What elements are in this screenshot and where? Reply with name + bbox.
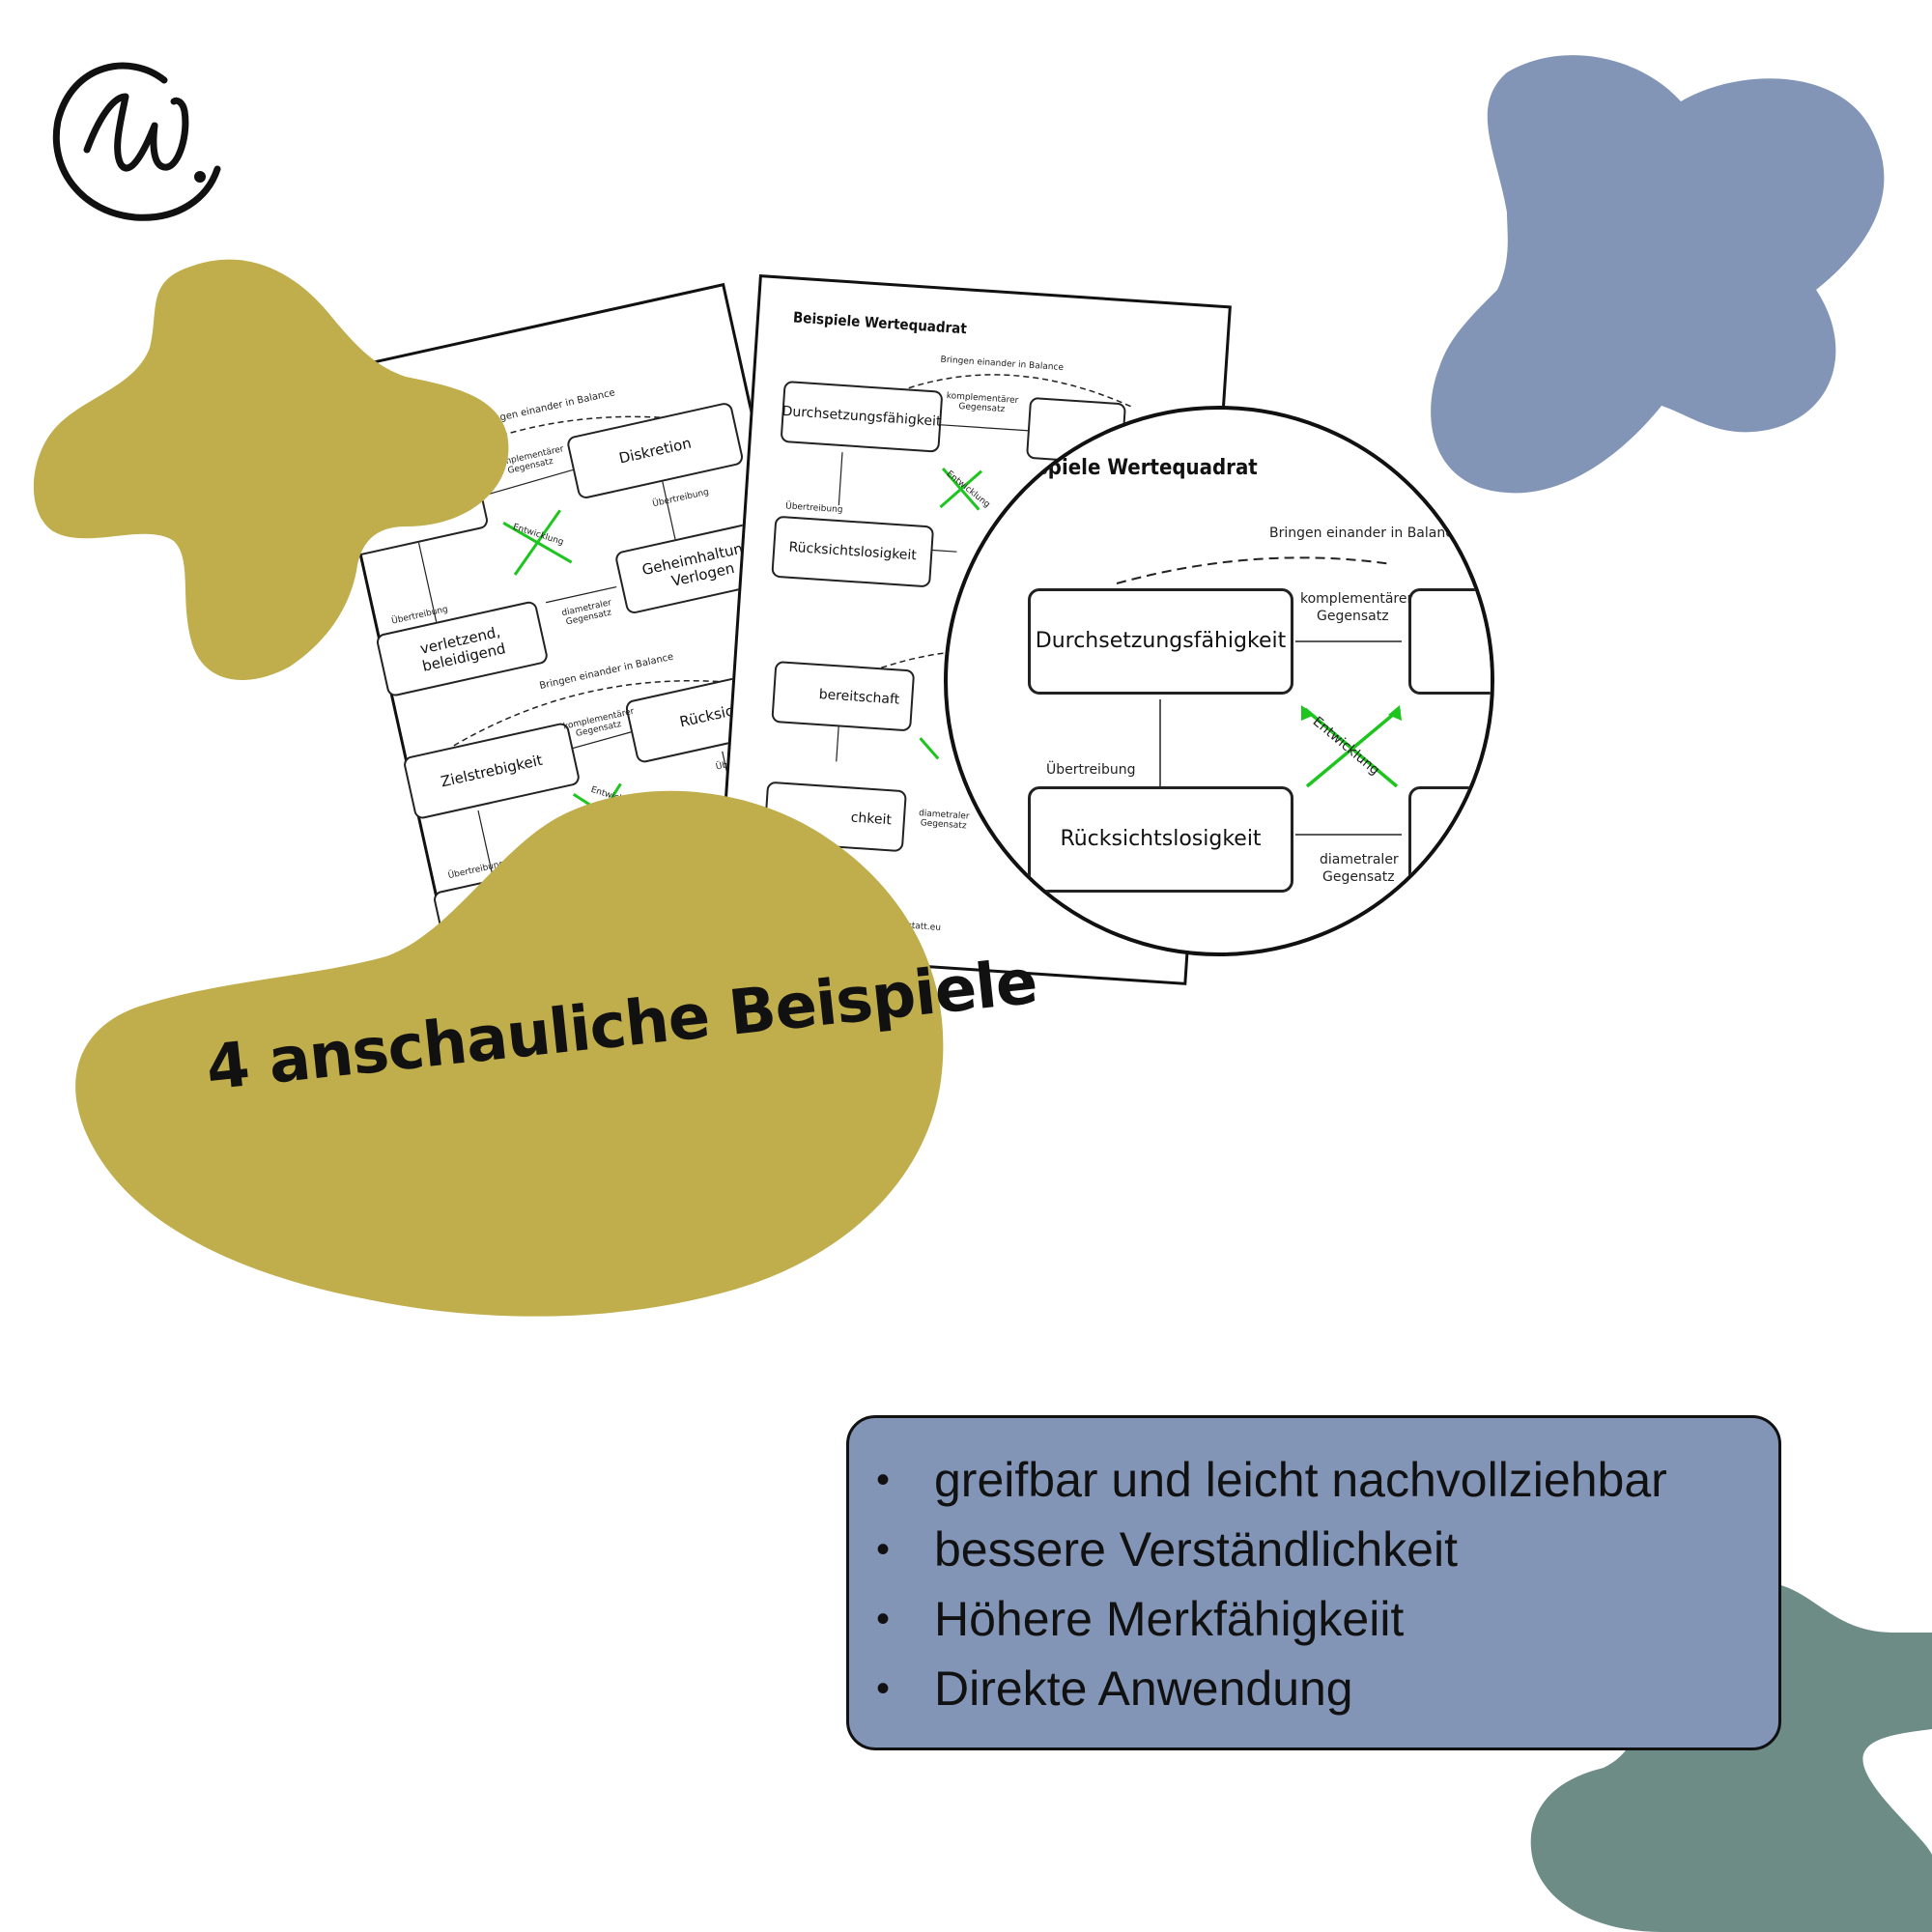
magnifier-complementary-2: Gegensatz bbox=[1317, 609, 1389, 624]
olive-blob-top-left bbox=[33, 259, 509, 680]
worksheet-front: Beispiele Wertequadrat Bringen einander … bbox=[714, 274, 1232, 985]
magnifier-diametral-1: diametraler bbox=[1320, 852, 1399, 867]
magnifier-balance-label: Bringen einander in Balance bbox=[1269, 526, 1462, 541]
feature-text: Höhere Merkfähigkeiit bbox=[934, 1592, 1405, 1646]
feature-text: Direkte Anwendung bbox=[934, 1662, 1353, 1716]
feature-item: • greifbar und leicht nachvollziehbar bbox=[876, 1445, 1778, 1515]
feature-item: • bessere Verständlichkeit bbox=[876, 1515, 1778, 1584]
feature-text: bessere Verständlichkeit bbox=[934, 1522, 1458, 1577]
magnifier-box-top-right bbox=[1408, 588, 1491, 695]
w-circle-logo-icon bbox=[52, 62, 221, 221]
magnifier-title: spiele Wertequadrat bbox=[1037, 456, 1258, 480]
feature-item: • Direkte Anwendung bbox=[876, 1654, 1778, 1723]
magnifier-diametral-2: Gegensatz bbox=[1322, 869, 1395, 885]
balance-arc-2 bbox=[453, 680, 737, 747]
magnifier-lines bbox=[1116, 556, 1402, 836]
feature-text: greifbar und leicht nachvollziehbar bbox=[934, 1453, 1667, 1507]
magnifier-box-bottom-right bbox=[1408, 786, 1491, 893]
bullet-icon: • bbox=[876, 1598, 891, 1640]
bullet-icon: • bbox=[876, 1528, 891, 1571]
bullet-icon: • bbox=[876, 1667, 891, 1710]
magnifier-box-bottom-left: Rücksichtslosigkeit bbox=[1028, 786, 1293, 893]
feature-item: • Höhere Merkfähigkeiit bbox=[876, 1584, 1778, 1654]
blue-blob-top-right bbox=[1431, 55, 1885, 494]
magnifier-circle: spiele Wertequadrat Bringen einander in … bbox=[944, 406, 1494, 956]
magnifier-complementary-1: komplementärer bbox=[1300, 591, 1413, 607]
bullet-icon: • bbox=[876, 1459, 891, 1501]
magnifier-box-top-left: Durchsetzungsfähigkeit bbox=[1028, 588, 1293, 695]
feature-box: • greifbar und leicht nachvollziehbar • be… bbox=[846, 1415, 1781, 1750]
teal-blob-bottom-right bbox=[1530, 1584, 1932, 1932]
magnifier-exaggeration-label: Übertreibung bbox=[1046, 762, 1136, 778]
feature-list: • greifbar und leicht nachvollziehbar • be… bbox=[876, 1445, 1778, 1723]
olive-blob-bottom bbox=[75, 790, 944, 1317]
